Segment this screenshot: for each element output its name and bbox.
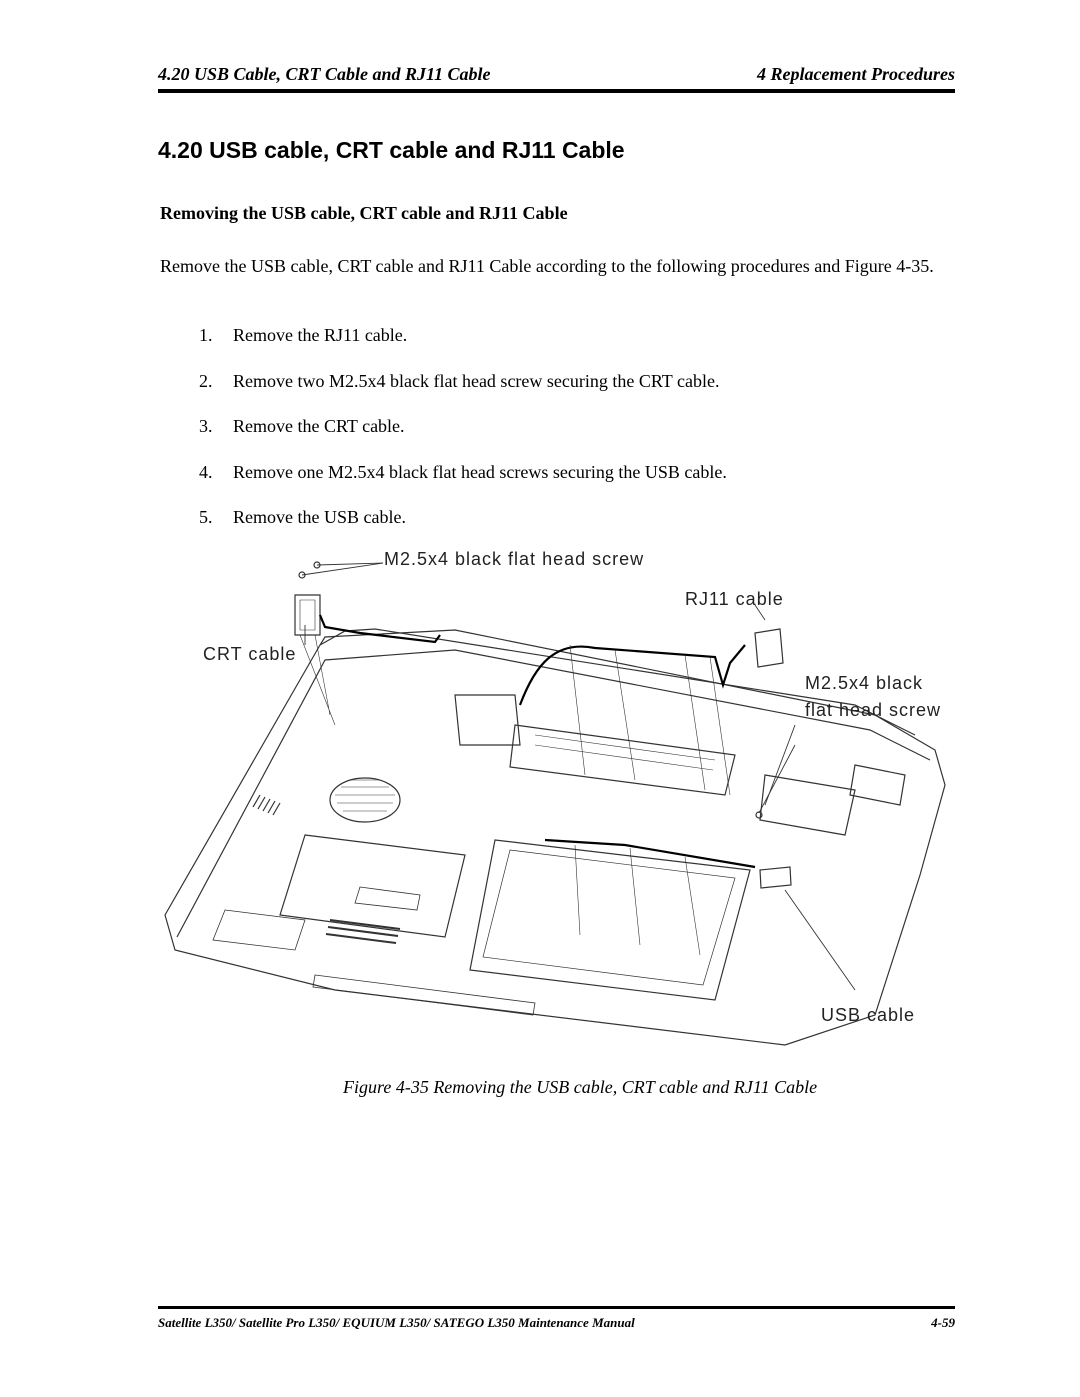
step-number: 4. bbox=[199, 461, 213, 482]
header-rule bbox=[158, 89, 955, 93]
step-text: Remove the RJ11 cable. bbox=[233, 325, 408, 345]
step-item: 4. Remove one M2.5x4 black flat head scre… bbox=[199, 462, 727, 508]
memory-door bbox=[279, 834, 466, 938]
running-header: 4.20 USB Cable, CRT Cable and RJ11 Cable… bbox=[158, 64, 955, 90]
base-inner-edge bbox=[176, 649, 931, 938]
step-item: 5. Remove the USB cable. bbox=[199, 507, 727, 553]
intro-paragraph: Remove the USB cable, CRT cable and RJ11… bbox=[160, 256, 934, 276]
label-screw-top: M2.5x4 black flat head screw bbox=[384, 549, 645, 569]
laptop-base-drawing bbox=[164, 561, 946, 1046]
step-number: 5. bbox=[199, 507, 213, 527]
step-item: 1. Remove the RJ11 cable. bbox=[199, 325, 727, 371]
crt-cable-wire bbox=[318, 614, 441, 644]
label-rj11-cable: RJ11 cable bbox=[685, 589, 784, 609]
crt-bracket bbox=[294, 594, 321, 636]
label-usb-cable: USB cable bbox=[821, 1005, 916, 1025]
procedure-heading: Removing the USB cable, CRT cable and RJ… bbox=[160, 203, 568, 223]
hdd-bay bbox=[469, 839, 751, 1001]
procedure-steps: 1. Remove the RJ11 cable. 2. Remove two M2… bbox=[199, 325, 727, 553]
step-text: Remove the USB cable. bbox=[233, 507, 406, 527]
step-number: 1. bbox=[199, 325, 213, 345]
step-item: 2. Remove two M2.5x4 black flat head scre… bbox=[199, 371, 727, 417]
step-item: 3. Remove the CRT cable. bbox=[199, 416, 727, 462]
speaker-grill bbox=[329, 777, 401, 823]
label-crt-cable: CRT cable bbox=[203, 644, 297, 664]
step-number: 3. bbox=[199, 416, 213, 436]
footer-manual-title: Satellite L350/ Satellite Pro L350/ EQUI… bbox=[158, 1315, 635, 1330]
section-title: 4.20 USB cable, CRT cable and RJ11 Cable bbox=[158, 137, 625, 163]
step-text: Remove two M2.5x4 black flat head screw … bbox=[233, 370, 720, 391]
rj11-cable-wire bbox=[518, 644, 746, 706]
figure-4-35: M2.5x4 black flat head screw RJ11 cable … bbox=[155, 545, 955, 1065]
footer-page-number: 4-59 bbox=[931, 1315, 955, 1330]
header-section-title: 4.20 USB Cable, CRT Cable and RJ11 Cable bbox=[158, 64, 491, 84]
label-screw-right-line1: M2.5x4 black bbox=[805, 673, 924, 693]
footer-rule bbox=[158, 1306, 955, 1309]
step-text: Remove the CRT cable. bbox=[233, 416, 405, 436]
rj11-connector bbox=[754, 628, 784, 668]
label-screw-right-line2: flat head screw bbox=[805, 700, 942, 720]
usb-connector bbox=[759, 866, 792, 889]
step-number: 2. bbox=[199, 370, 213, 391]
figure-caption: Figure 4-35 Removing the USB cable, CRT … bbox=[343, 1077, 818, 1097]
header-chapter-title: 4 Replacement Procedures bbox=[757, 64, 955, 84]
usb-cable-wire bbox=[544, 838, 756, 869]
step-text: Remove one M2.5x4 black flat head screws… bbox=[233, 461, 727, 482]
